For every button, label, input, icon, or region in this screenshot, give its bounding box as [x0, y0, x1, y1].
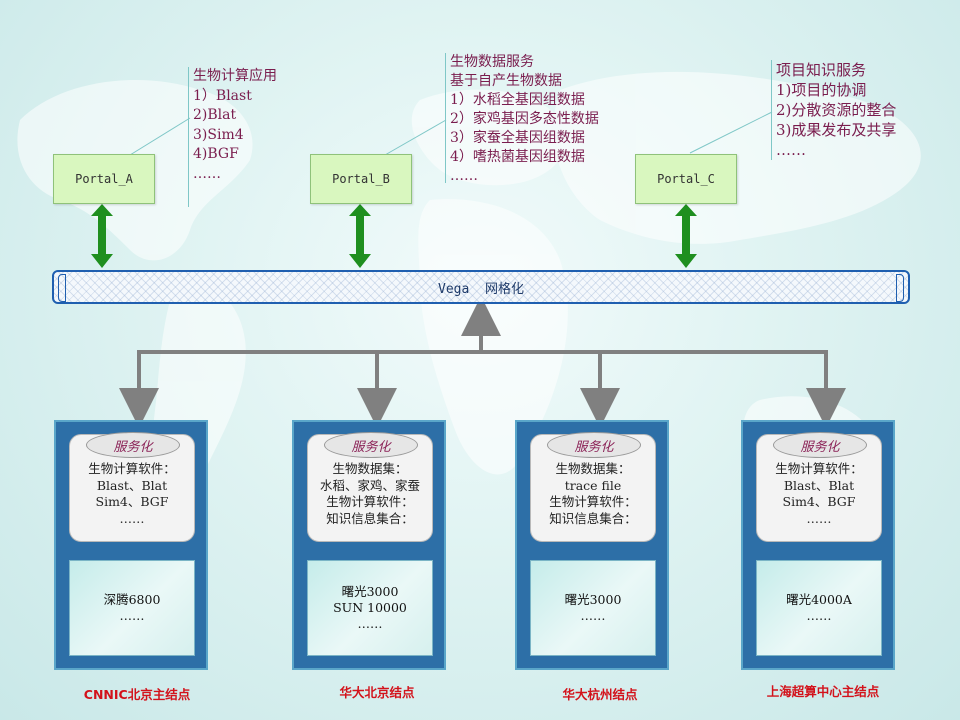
portal-a: Portal_A	[53, 154, 155, 204]
note-line: ……	[776, 141, 806, 159]
node-shanghai-supercomputing: 服务化 生物计算软件： Blast、Blat Sim4、BGF …… 曙光400…	[741, 420, 895, 670]
service-caption: 服务化	[547, 432, 641, 458]
bus-right-cap	[896, 274, 904, 302]
hardware-line: ……	[580, 608, 606, 623]
note-line: 1）水稻全基因组数据	[450, 92, 585, 108]
note-line: 3)Sim4	[193, 126, 244, 143]
portal-a-arrow	[91, 204, 113, 268]
hardware-panel: 曙光3000 SUN 10000 ……	[307, 560, 433, 656]
portal-b-arrow	[349, 204, 371, 268]
note-line: 项目知识服务	[776, 61, 867, 79]
note-line: 4)BGF	[193, 146, 239, 162]
note-line: ……	[193, 165, 221, 182]
hardware-line: 深腾6800	[103, 592, 161, 607]
node-label-huada-beijing: 华大北京结点	[339, 685, 415, 700]
node-distribution-lines	[119, 296, 846, 428]
hardware-line: ……	[357, 616, 383, 631]
node-huada-beijing: 服务化 生物数据集： 水稻、家鸡、家蚕 生物计算软件： 知识信息集合： 曙光30…	[292, 420, 446, 670]
hardware-line: ……	[119, 608, 145, 623]
service-panel: 服务化 生物数据集： trace file 生物计算软件： 知识信息集合：	[530, 432, 656, 542]
service-line: Blast、Blat	[783, 477, 855, 493]
service-line: 知识信息集合：	[326, 510, 414, 526]
note-bio-data: 生物数据服务 基于自产生物数据 1）水稻全基因组数据 2）家鸡基因多态性数据 3…	[445, 53, 599, 184]
service-line: 生物计算软件：	[549, 494, 637, 509]
service-line: 生物计算软件：	[88, 461, 176, 476]
portal-c-arrow	[675, 204, 697, 268]
node-huada-hangzhou: 服务化 生物数据集： trace file 生物计算软件： 知识信息集合： 曙光…	[515, 420, 669, 670]
hardware-line: ……	[806, 608, 832, 623]
service-line: trace file	[564, 477, 622, 493]
hardware-line: 曙光3000	[564, 592, 622, 607]
bus-left-cap	[58, 274, 66, 302]
note-line: 2)分散资源的整合	[776, 101, 897, 119]
service-panel: 服务化 生物计算软件： Blast、Blat Sim4、BGF ……	[756, 432, 882, 542]
note-line: 基于自产生物数据	[450, 73, 562, 89]
node-label-huada-hangzhou: 华大杭州结点	[562, 687, 638, 702]
hardware-line: 曙光4000A	[786, 592, 852, 607]
note-line: 1）Blast	[193, 87, 252, 104]
note-knowledge: 项目知识服务 1)项目的协调 2)分散资源的整合 3)成果发布及共享 ……	[771, 60, 896, 160]
portal-c: Portal_C	[635, 154, 737, 204]
node-cnnic: 服务化 生物计算软件： Blast、Blat Sim4、BGF …… 深腾680…	[54, 420, 208, 670]
hardware-line: SUN 10000	[333, 600, 407, 615]
note-line: ……	[450, 168, 478, 184]
service-line: 知识信息集合：	[549, 510, 637, 526]
hardware-line: 曙光3000	[341, 584, 399, 599]
note-line: 3）家蚕全基因组数据	[450, 130, 585, 146]
service-caption: 服务化	[86, 432, 180, 458]
service-line: ……	[806, 510, 832, 526]
service-caption: 服务化	[324, 432, 418, 458]
service-panel: 服务化 生物数据集： 水稻、家鸡、家蚕 生物计算软件： 知识信息集合：	[307, 432, 433, 542]
service-caption: 服务化	[773, 432, 867, 458]
service-line: 生物计算软件：	[326, 494, 414, 509]
note-leader-a	[129, 117, 191, 156]
service-line: ……	[119, 510, 145, 526]
hardware-panel: 曙光3000 ……	[530, 560, 656, 656]
note-line: 2)Blat	[193, 107, 237, 123]
vega-grid-bus: Vega 网格化	[52, 270, 910, 304]
service-line: 生物数据集：	[332, 461, 408, 476]
note-line: 1)项目的协调	[776, 81, 867, 99]
portal-b: Portal_B	[310, 154, 412, 204]
bus-label: Vega 网格化	[438, 281, 524, 297]
note-line: 2）家鸡基因多态性数据	[450, 111, 599, 127]
note-leader-b	[384, 119, 447, 156]
note-line: 3)成果发布及共享	[776, 121, 897, 139]
service-line: 水稻、家鸡、家蚕	[319, 477, 420, 493]
service-line: Sim4、BGF	[95, 494, 169, 509]
note-line: 生物数据服务	[450, 54, 534, 70]
service-line: Sim4、BGF	[782, 494, 856, 509]
note-bio-computing: 生物计算应用 1）Blast 2)Blat 3)Sim4 4)BGF ……	[188, 67, 277, 207]
service-panel: 服务化 生物计算软件： Blast、Blat Sim4、BGF ……	[69, 432, 195, 542]
note-line: 生物计算应用	[193, 68, 277, 84]
node-label-shanghai: 上海超算中心主结点	[766, 684, 880, 699]
note-line: 4）嗜热菌基因组数据	[450, 149, 585, 165]
service-line: 生物数据集：	[555, 461, 631, 476]
note-leader-c	[689, 111, 773, 154]
service-line: Blast、Blat	[96, 477, 168, 493]
service-line: 生物计算软件：	[775, 461, 863, 476]
hardware-panel: 曙光4000A ……	[756, 560, 882, 656]
hardware-panel: 深腾6800 ……	[69, 560, 195, 656]
node-label-cnnic: CNNIC北京主结点	[83, 687, 191, 702]
